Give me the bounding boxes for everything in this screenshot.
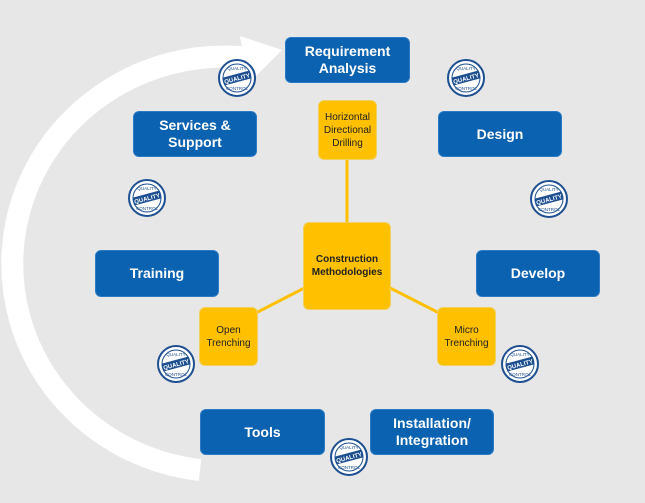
svg-text:CONTROL: CONTROL [136, 206, 158, 211]
method-micro-trenching: Micro Trenching [437, 307, 496, 366]
svg-text:QUALITY: QUALITY [539, 187, 558, 192]
phase-installation-integration: Installation/ Integration [370, 409, 494, 455]
svg-text:QUALITY: QUALITY [227, 66, 246, 71]
phase-tools: Tools [200, 409, 325, 455]
phase-develop: Develop [476, 250, 600, 297]
method-open-trenching: Open Trenching [199, 307, 258, 366]
svg-text:CONTROL: CONTROL [509, 372, 531, 377]
phase-training: Training [95, 250, 219, 297]
svg-text:QUALITY: QUALITY [137, 186, 156, 191]
svg-text:CONTROL: CONTROL [226, 86, 248, 91]
svg-text:QUALITY: QUALITY [166, 352, 185, 357]
center-construction-methodologies: Construction Methodologies [303, 222, 391, 310]
phase-design: Design [438, 111, 562, 157]
svg-text:CONTROL: CONTROL [455, 86, 477, 91]
svg-text:QUALITY: QUALITY [456, 66, 475, 71]
svg-text:CONTROL: CONTROL [165, 372, 187, 377]
phase-requirement-analysis: Requirement Analysis [285, 37, 410, 83]
phase-services-support: Services & Support [133, 111, 257, 157]
svg-text:QUALITY: QUALITY [339, 445, 358, 450]
svg-text:QUALITY: QUALITY [510, 352, 529, 357]
svg-text:CONTROL: CONTROL [538, 207, 560, 212]
method-hdd: Horizontal Directional Drilling [318, 100, 377, 160]
svg-text:CONTROL: CONTROL [338, 465, 360, 470]
